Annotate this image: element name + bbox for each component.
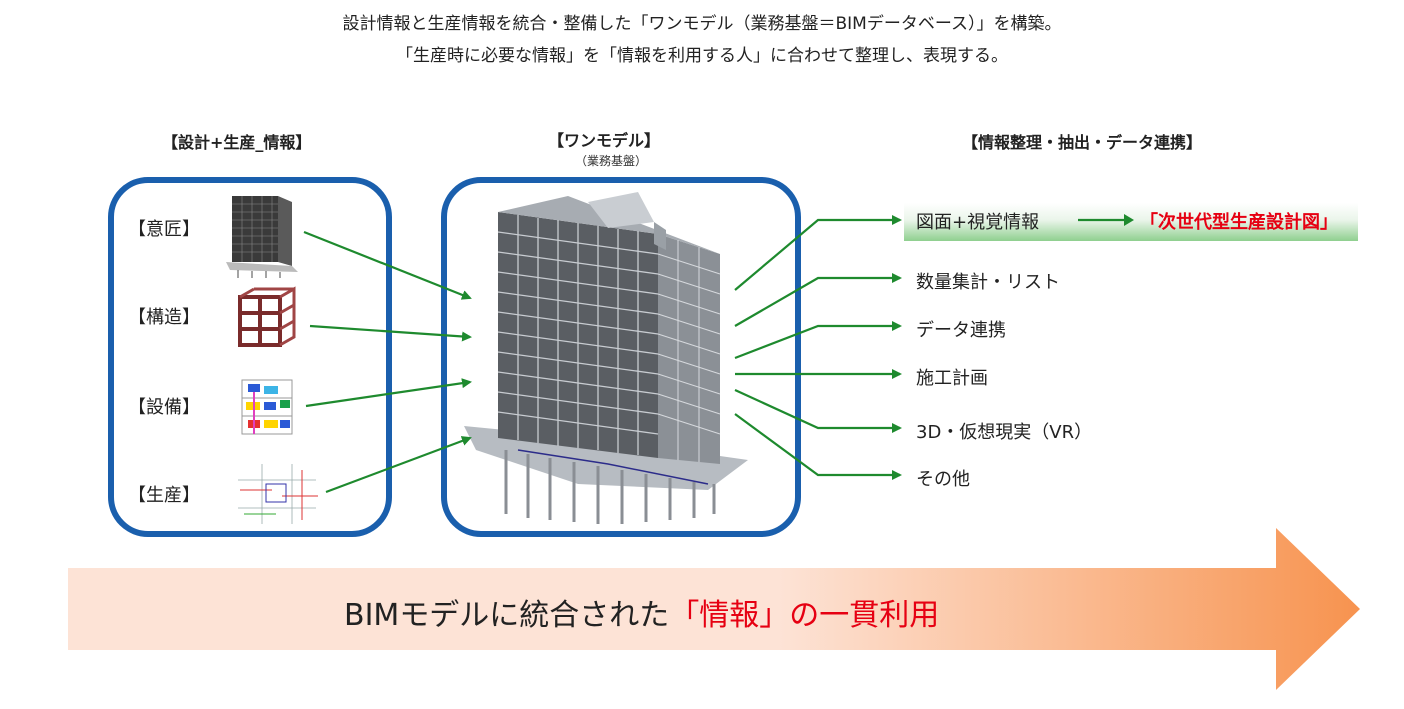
output-construction-plan: 施工計画: [916, 368, 988, 389]
production-drawing-image: [232, 460, 322, 528]
output-quantity-list: 数量集計・リスト: [916, 272, 1060, 293]
category-production: 【生産】: [128, 485, 200, 506]
category-structure: 【構造】: [128, 307, 200, 328]
headline-line-1: 設計情報と生産情報を統合・整備した「ワンモデル（業務基盤＝BIMデータベース）」…: [342, 14, 1062, 34]
headline-line-2: 「生産時に必要な情報」を「情報を利用する人」に合わせて整理し、表現する。: [396, 46, 1008, 66]
output-others: その他: [916, 469, 970, 490]
arrow-to-data-link: [734, 321, 902, 360]
architecture-model-image: [226, 196, 298, 278]
equipment-model-image: [241, 379, 293, 435]
arrow-to-others: [734, 413, 902, 480]
center-section-title: 【ワンモデル】: [548, 131, 661, 150]
right-section-title: 【情報整理・抽出・データ連携】: [962, 133, 1203, 152]
arrow-to-next-gen-drawing: [1078, 214, 1134, 226]
arrow-structure-to-model: [309, 324, 472, 342]
arrow-to-vr: [734, 388, 902, 433]
left-section-title: 【設計+生産_情報】: [162, 133, 312, 152]
banner-text-main: BIMモデルに統合された: [344, 598, 670, 633]
category-architecture: 【意匠】: [128, 219, 200, 240]
next-gen-production-drawing: 「次世代型生産設計図」: [1140, 212, 1338, 233]
center-section-subtitle: （業務基盤）: [575, 154, 648, 168]
arrow-equipment-to-model: [305, 378, 472, 408]
arrow-production-to-model: [325, 436, 472, 494]
banner-text-highlight: 「情報」の一貫利用: [669, 598, 940, 633]
banner-text: BIMモデルに統合された「情報」の一貫利用: [344, 590, 939, 634]
one-model-building-image: [464, 192, 748, 524]
drawing-highlight-band: [904, 203, 1358, 241]
structure-model-image: [238, 286, 296, 347]
output-data-link: データ連携: [916, 320, 1006, 341]
output-3d-vr: 3D・仮想現実（VR）: [916, 422, 1093, 443]
arrow-to-quantities: [734, 273, 902, 327]
category-equipment: 【設備】: [128, 397, 200, 418]
output-drawings-visual: 図面+視覚情報: [916, 212, 1040, 233]
arrow-architecture-to-model: [303, 230, 472, 300]
arrow-to-drawings: [734, 215, 902, 291]
